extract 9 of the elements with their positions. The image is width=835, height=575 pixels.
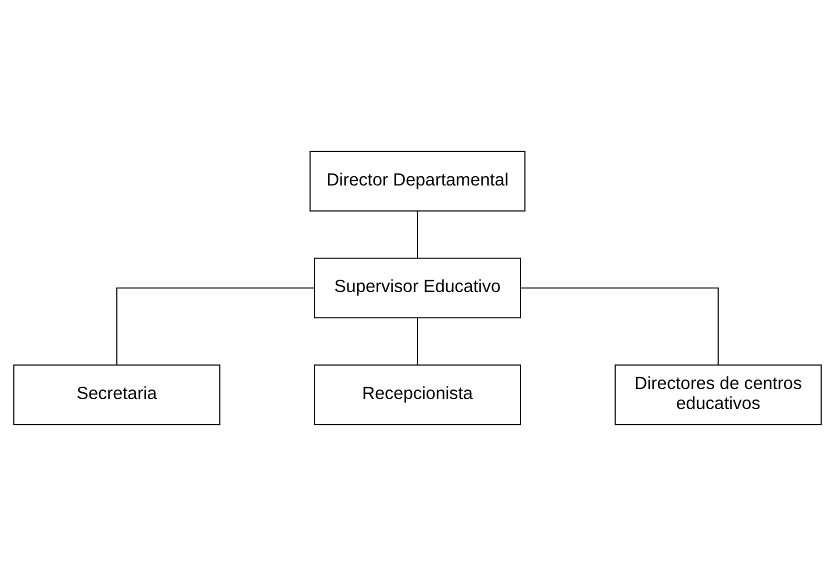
- node-box: Recepcionista: [314, 364, 522, 425]
- node-box: Supervisor Educativo: [314, 257, 522, 318]
- node-box: Secretaria: [13, 364, 220, 425]
- node-box: Director Departamental: [310, 150, 526, 211]
- node-box: Directores de centros educativos: [614, 364, 822, 425]
- connector: [116, 286, 314, 365]
- connector: [416, 317, 418, 364]
- connector: [520, 286, 719, 365]
- connector: [416, 210, 418, 258]
